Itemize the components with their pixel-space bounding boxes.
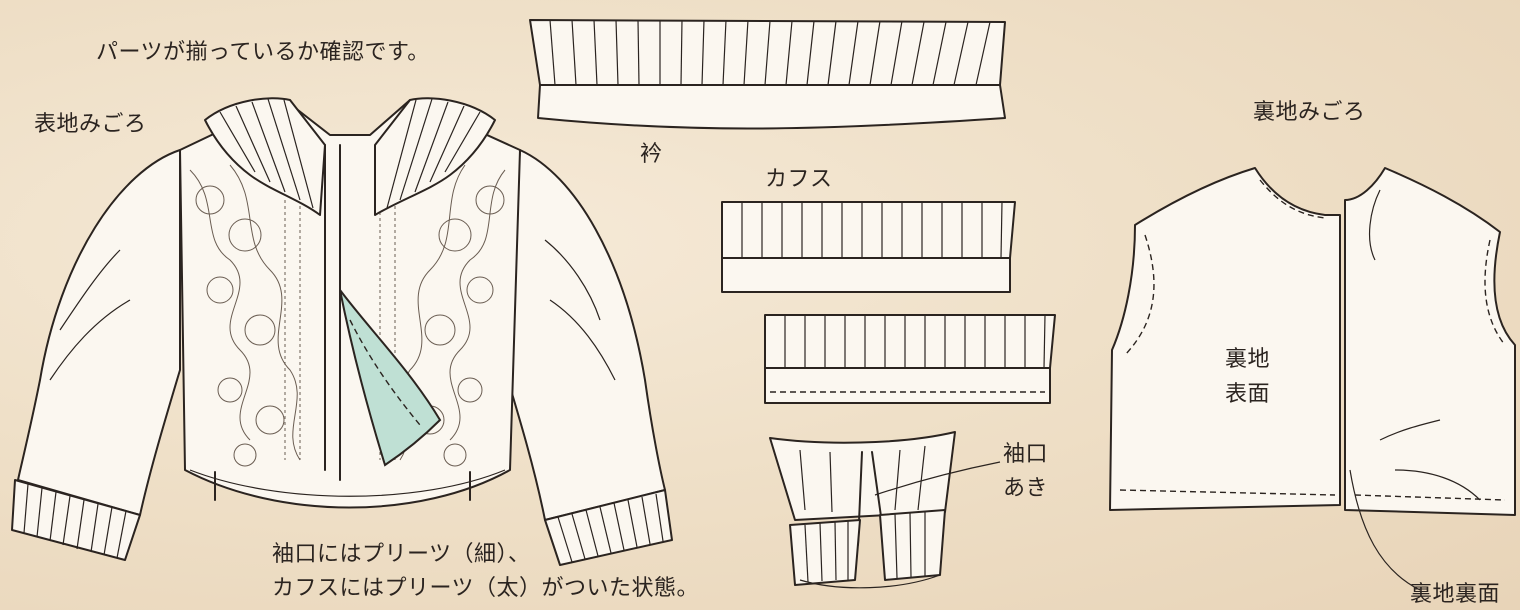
intro-text: パーツが揃っているか確認です。 bbox=[96, 40, 430, 65]
lining-face-label-line2: 表面 bbox=[1225, 382, 1271, 407]
outer-body-drawing bbox=[11, 97, 673, 566]
lining-body-label: 裏地みごろ bbox=[1253, 100, 1366, 125]
collar-label: 衿 bbox=[640, 142, 663, 167]
lining-face-label-line1: 裏地 bbox=[1225, 347, 1271, 372]
sleeve-opening-drawing bbox=[769, 431, 1001, 589]
lining-body-drawing bbox=[1109, 167, 1516, 591]
collar-part-drawing bbox=[529, 19, 1006, 130]
outer-body-label: 表地みごろ bbox=[34, 112, 147, 137]
note-text-line2: カフスにはプリーツ（太）がついた状態。 bbox=[272, 576, 700, 601]
lining-back-label: 裏地裏面 bbox=[1410, 582, 1501, 607]
note-text-line1: 袖口にはプリーツ（細）、 bbox=[272, 542, 531, 567]
cuffs-label: カフス bbox=[765, 167, 833, 192]
cuff-part-drawing-1 bbox=[721, 201, 1016, 293]
sleeve-opening-label-line2: あき bbox=[1003, 476, 1049, 501]
cuff-part-drawing-2 bbox=[764, 314, 1056, 404]
sleeve-opening-label-line1: 袖口 bbox=[1003, 442, 1049, 467]
